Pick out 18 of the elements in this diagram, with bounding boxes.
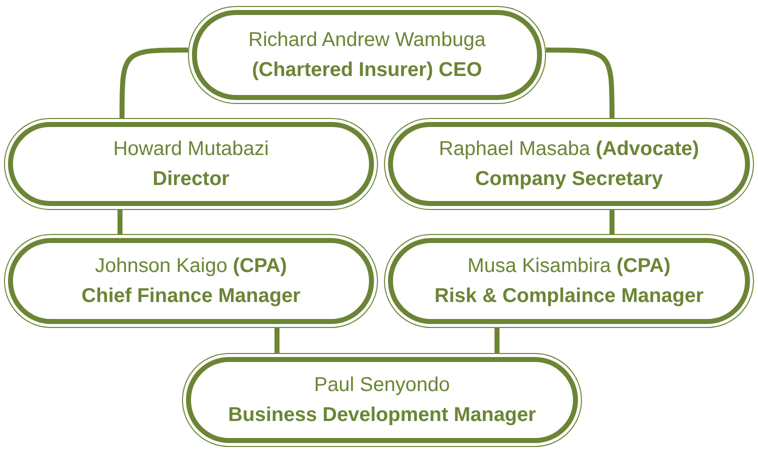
job-title: Business Development Manager: [228, 403, 536, 428]
person-name: Raphael Masaba (Advocate): [438, 137, 700, 162]
job-title: (Chartered Insurer) CEO: [252, 58, 482, 83]
job-title: Company Secretary: [475, 167, 663, 192]
job-title: Risk & Complaince Manager: [434, 284, 704, 309]
connector-line: [494, 328, 500, 353]
connector-line: [546, 48, 614, 118]
person-name: Musa Kisambira (CPA): [468, 254, 670, 279]
connector-line: [120, 48, 188, 118]
person-name: Johnson Kaigo (CPA): [95, 254, 287, 279]
connector-line: [274, 328, 280, 353]
job-title: Chief Finance Manager: [82, 284, 300, 309]
job-title: Director: [152, 167, 230, 192]
person-name: Paul Senyondo: [314, 373, 450, 398]
person-name: Richard Andrew Wambuga: [248, 28, 486, 53]
connector-line: [118, 210, 122, 234]
person-name: Howard Mutabazi: [113, 137, 269, 162]
connector-line: [610, 210, 614, 234]
